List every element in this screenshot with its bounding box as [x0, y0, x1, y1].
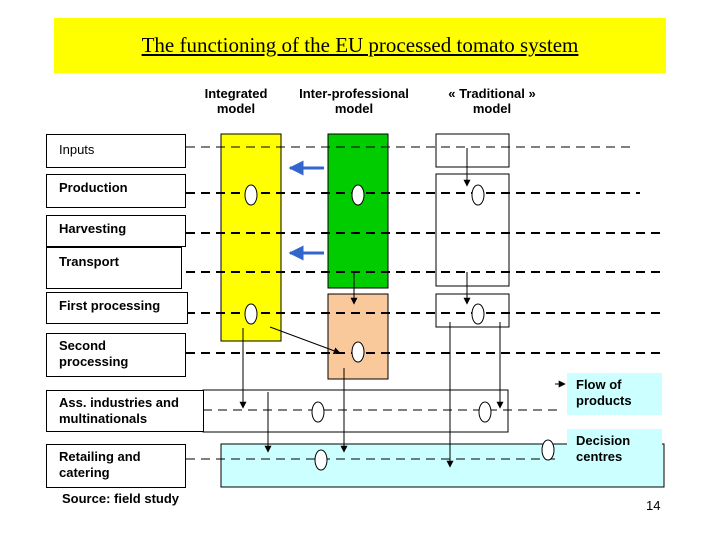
- stage-label: Inputs: [59, 142, 95, 157]
- stage-box-inputs: Inputs: [46, 134, 186, 168]
- stage-box-second-processing: Second processing: [46, 333, 186, 377]
- model-label-line: Inter-professional: [299, 86, 409, 101]
- stage-label: Ass. industries and: [59, 395, 179, 410]
- stage-label: multinationals: [59, 411, 148, 426]
- stage-label: Harvesting: [59, 221, 127, 236]
- model-label-line: Integrated: [204, 86, 268, 101]
- model-label-line: model: [472, 101, 512, 116]
- stage-label: Second: [59, 338, 106, 353]
- inter-professional-column: [327, 133, 389, 289]
- stage-box-transport: Transport: [46, 247, 182, 289]
- legend-label: products: [576, 393, 632, 408]
- stage-box-first-processing: First processing: [46, 292, 188, 324]
- model-label-integrated: Integrated model: [196, 86, 276, 116]
- model-label-inter-professional: Inter-professional model: [290, 86, 418, 116]
- second-processing-block: [327, 293, 389, 380]
- decision-centre-icon: [471, 303, 485, 325]
- legend-decision-icon: [541, 439, 555, 461]
- decision-centre-icon: [478, 401, 492, 423]
- legend-label: Flow of: [576, 377, 622, 392]
- integrated-column: [220, 133, 282, 342]
- legend-label: centres: [576, 449, 623, 464]
- stage-box-production: Production: [46, 174, 186, 208]
- title-banner: The functioning of the EU processed toma…: [54, 18, 666, 73]
- model-label-line: model: [216, 101, 256, 116]
- decision-centre-icon: [314, 449, 328, 471]
- stage-label: Production: [59, 180, 128, 195]
- model-label-line: model: [334, 101, 374, 116]
- decision-centre-icon: [244, 184, 258, 206]
- model-label-line: « Traditional »: [448, 86, 536, 101]
- source-note: Source: field study: [62, 491, 180, 506]
- stage-label: catering: [59, 465, 110, 480]
- model-label-traditional: « Traditional » model: [434, 86, 550, 116]
- decision-centre-icon: [351, 184, 365, 206]
- stage-box-retail: Retailing and catering: [46, 444, 186, 488]
- decision-centre-icon: [471, 184, 485, 206]
- legend-label: Decision: [576, 433, 631, 448]
- page-number: 14: [646, 498, 661, 513]
- diagram-title: The functioning of the EU processed toma…: [141, 33, 579, 57]
- stage-label: Transport: [59, 254, 119, 269]
- flow-arrow-icon: [269, 326, 341, 355]
- decision-centre-icon: [244, 303, 258, 325]
- stage-label: First processing: [59, 298, 161, 313]
- decision-centre-icon: [311, 401, 325, 423]
- stage-box-industries: Ass. industries and multinationals: [46, 390, 204, 432]
- decision-centre-icon: [351, 341, 365, 363]
- stage-label: Retailing and: [59, 449, 141, 464]
- stage-label: processing: [59, 354, 129, 369]
- industries-band: [202, 389, 509, 433]
- legend-flow-box: Flow of products: [567, 373, 662, 415]
- traditional-inputs-box: [435, 133, 510, 168]
- legend-decision-box: Decision centres: [567, 429, 662, 471]
- stage-box-harvesting: Harvesting: [46, 215, 186, 247]
